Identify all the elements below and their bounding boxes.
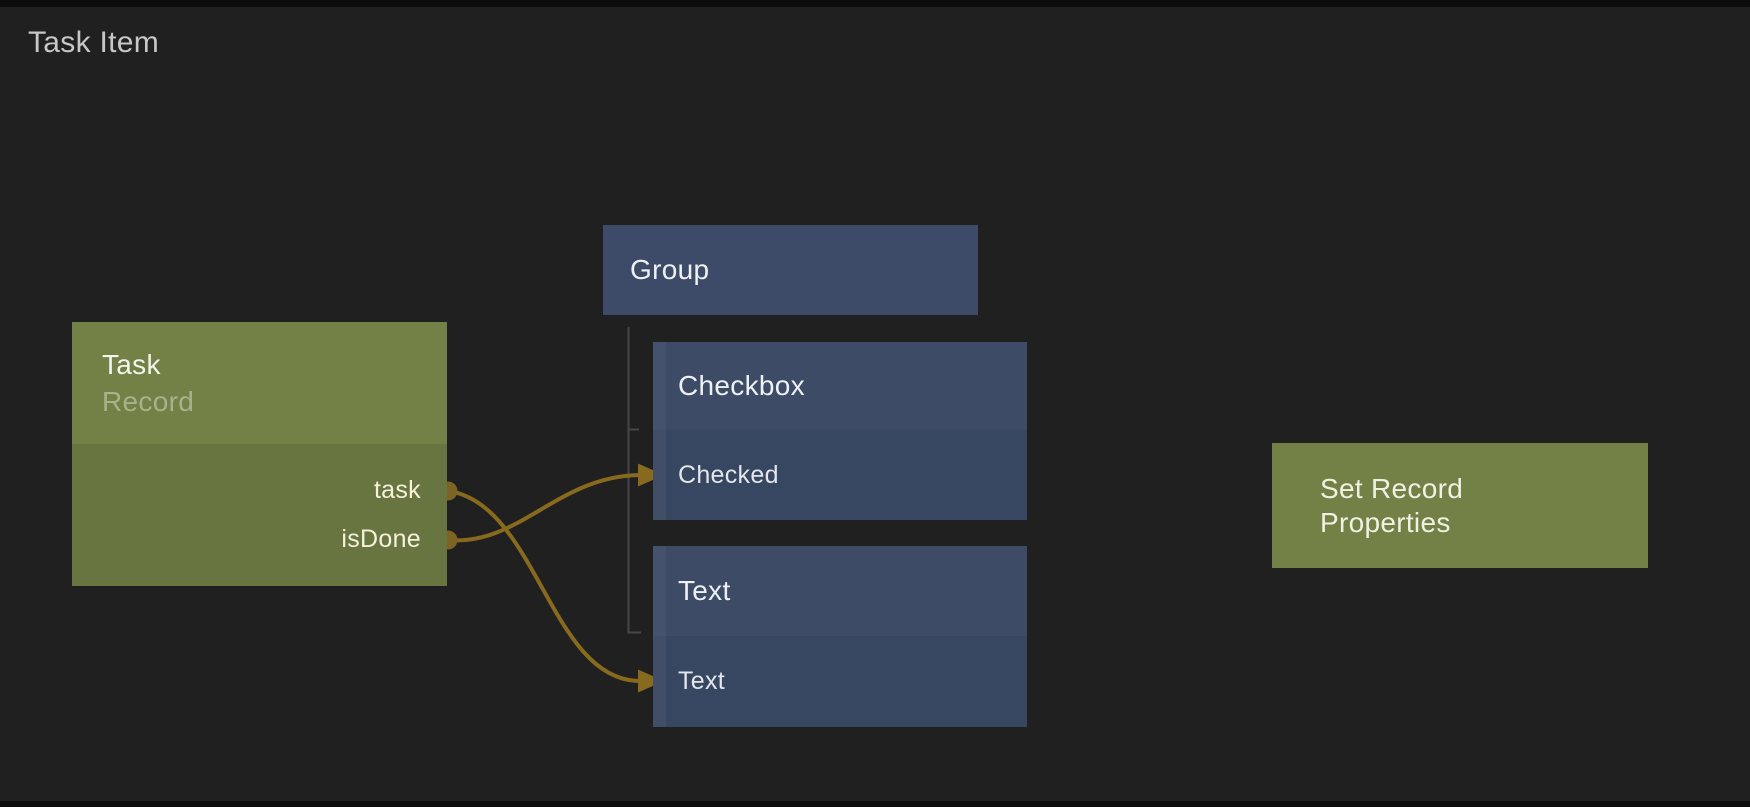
page-title: Task Item [28, 26, 160, 59]
input-port-checked[interactable]: Checked [678, 460, 779, 489]
node-group[interactable]: Group [603, 225, 978, 315]
node-set-record-properties[interactable]: Set Record Properties [1272, 443, 1648, 568]
node-text-title: Text [678, 575, 731, 606]
node-text[interactable]: Text Text [653, 546, 1027, 727]
node-group-title: Group [630, 254, 710, 285]
node-task-subtitle: Record [102, 386, 195, 417]
output-port-task[interactable]: task [373, 476, 421, 504]
group-connector-line [627, 327, 641, 634]
node-task-record[interactable]: Task Record task isDone [72, 322, 447, 586]
node-text-header: Text [653, 546, 1027, 636]
output-port-isdone[interactable]: isDone [341, 525, 421, 553]
node-set-record-properties-title: Set Record Properties [1320, 472, 1464, 538]
letterbox-top [0, 0, 1750, 7]
letterbox-bottom [0, 801, 1750, 807]
node-checkbox-title: Checkbox [678, 370, 805, 401]
node-checkbox-header: Checkbox [653, 342, 1027, 430]
node-task-title: Task [102, 349, 161, 380]
input-port-text[interactable]: Text [678, 667, 726, 695]
node-text-body: Text [653, 636, 1027, 727]
node-task-header: Task Record [72, 322, 447, 444]
wire-task-to-text[interactable] [447, 489, 641, 683]
wire-isdone-to-checked[interactable] [447, 473, 641, 543]
node-checkbox-body: Checked [653, 430, 1027, 520]
node-checkbox[interactable]: Checkbox Checked [653, 342, 1027, 520]
node-task-body: task isDone [72, 444, 447, 586]
